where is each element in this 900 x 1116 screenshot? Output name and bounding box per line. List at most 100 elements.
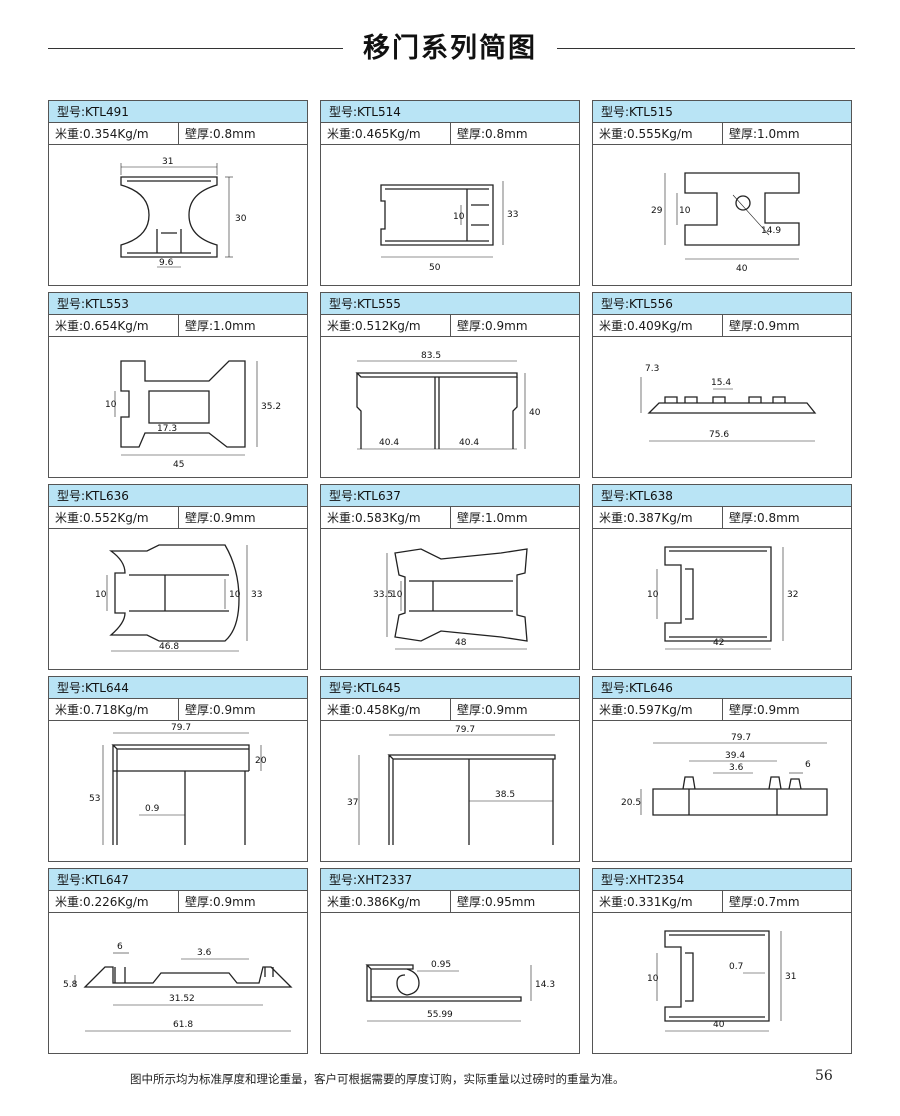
card-thickness: 壁厚:0.9mm xyxy=(729,703,800,717)
card-thickness: 壁厚:1.0mm xyxy=(457,511,528,525)
card-thickness: 壁厚:0.9mm xyxy=(185,703,256,717)
card-specs: 米重:0.718Kg/m 壁厚:0.9mm xyxy=(49,699,307,721)
dim-label: 79.7 xyxy=(455,725,475,735)
dim-label: 35.2 xyxy=(261,402,281,412)
profile-card-ktl491: 型号:KTL491 米重:0.354Kg/m 壁厚:0.8mm 31 30 9.… xyxy=(48,100,308,286)
card-specs: 米重:0.354Kg/m 壁厚:0.8mm xyxy=(49,123,307,145)
profile-card-ktl555: 型号:KTL555 米重:0.512Kg/m 壁厚:0.9mm 83.5 40 … xyxy=(320,292,580,478)
dim-label: 17.3 xyxy=(157,424,177,434)
dim-label: 75.6 xyxy=(709,430,729,440)
dim-label: 53 xyxy=(89,794,100,804)
card-weight: 米重:0.512Kg/m xyxy=(321,315,451,336)
dim-label: 10 xyxy=(453,212,465,222)
card-weight: 米重:0.465Kg/m xyxy=(321,123,451,144)
dim-label: 10 xyxy=(647,974,659,984)
card-thickness: 壁厚:1.0mm xyxy=(729,127,800,141)
dim-label: 14.3 xyxy=(535,980,555,990)
dim-label: 10 xyxy=(679,206,691,216)
dim-label: 42 xyxy=(713,638,724,648)
dim-label: 45 xyxy=(173,460,184,470)
card-weight: 米重:0.552Kg/m xyxy=(49,507,179,528)
title-rule-left xyxy=(48,48,343,49)
card-thickness: 壁厚:0.8mm xyxy=(729,511,800,525)
card-weight: 米重:0.331Kg/m xyxy=(593,891,723,912)
dim-label: 46.8 xyxy=(159,642,179,652)
profile-drawing: 0.7 10 31 40 xyxy=(647,930,796,1032)
card-specs: 米重:0.226Kg/m 壁厚:0.9mm xyxy=(49,891,307,913)
card-model: 型号:KTL647 xyxy=(49,869,307,891)
card-model: 型号:KTL556 xyxy=(593,293,851,315)
profile-drawing: 79.7 20 53 0.9 xyxy=(89,723,267,845)
footer-note: 图中所示均为标准厚度和理论重量，客户可根据需要的厚度订购，实际重量以过磅时的重量… xyxy=(130,1072,625,1086)
profile-card-ktl556: 型号:KTL556 米重:0.409Kg/m 壁厚:0.9mm 7.3 15.4… xyxy=(592,292,852,478)
page-title: 移门系列简图 xyxy=(363,33,537,64)
card-specs: 米重:0.387Kg/m 壁厚:0.8mm xyxy=(593,507,851,529)
card-thickness: 壁厚:0.9mm xyxy=(185,895,256,909)
dim-label: 14.9 xyxy=(761,226,781,236)
profile-drawing: 29 10 14.9 40 xyxy=(651,172,800,274)
card-model: 型号:XHT2354 xyxy=(593,869,851,891)
card-model: 型号:KTL491 xyxy=(49,101,307,123)
card-model: 型号:KTL553 xyxy=(49,293,307,315)
dim-label: 6 xyxy=(117,942,123,952)
dim-label: 3.6 xyxy=(197,948,212,958)
card-model: 型号:KTL644 xyxy=(49,677,307,699)
dim-label: 10 xyxy=(105,400,117,410)
card-model: 型号:KTL638 xyxy=(593,485,851,507)
card-specs: 米重:0.597Kg/m 壁厚:0.9mm xyxy=(593,699,851,721)
card-weight: 米重:0.555Kg/m xyxy=(593,123,723,144)
profile-card-ktl636: 型号:KTL636 米重:0.552Kg/m 壁厚:0.9mm 10 10 33… xyxy=(48,484,308,670)
dim-label: 0.7 xyxy=(729,962,743,972)
dim-label: 79.7 xyxy=(731,733,751,743)
dim-label: 0.95 xyxy=(431,960,451,970)
card-specs: 米重:0.512Kg/m 壁厚:0.9mm xyxy=(321,315,579,337)
dim-label: 37 xyxy=(347,798,358,808)
dim-label: 48 xyxy=(455,638,467,648)
profile-drawing: 7.3 15.4 75.6 xyxy=(640,364,817,442)
dim-label: 40.4 xyxy=(379,438,399,448)
card-model: 型号:KTL645 xyxy=(321,677,579,699)
dim-label: 33.5 xyxy=(373,590,393,600)
profile-card-ktl515: 型号:KTL515 米重:0.555Kg/m 壁厚:1.0mm 29 10 14… xyxy=(592,100,852,286)
profile-card-ktl644: 型号:KTL644 米重:0.718Kg/m 壁厚:0.9mm 79.7 20 … xyxy=(48,676,308,862)
dim-label: 50 xyxy=(429,263,441,273)
card-thickness: 壁厚:0.95mm xyxy=(457,895,536,909)
profile-drawing: 10 35.2 17.3 45 xyxy=(105,360,281,470)
card-model: 型号:KTL515 xyxy=(593,101,851,123)
profile-drawing: 33.5 10 48 xyxy=(373,548,528,650)
card-specs: 米重:0.458Kg/m 壁厚:0.9mm xyxy=(321,699,579,721)
profile-card-ktl638: 型号:KTL638 米重:0.387Kg/m 壁厚:0.8mm 10 32 42 xyxy=(592,484,852,670)
profile-card-ktl645: 型号:KTL645 米重:0.458Kg/m 壁厚:0.9mm 79.7 37 … xyxy=(320,676,580,862)
dim-label: 38.5 xyxy=(495,790,515,800)
dim-label: 10 xyxy=(95,590,107,600)
dim-label: 10 xyxy=(229,590,241,600)
card-thickness: 壁厚:0.7mm xyxy=(729,895,800,909)
card-weight: 米重:0.387Kg/m xyxy=(593,507,723,528)
dim-label: 40.4 xyxy=(459,438,479,448)
profile-drawing: 79.7 39.4 3.6 6 20.5 xyxy=(621,733,828,816)
page-header: 移门系列简图 xyxy=(0,26,900,76)
dim-label: 40 xyxy=(736,264,748,274)
card-specs: 米重:0.386Kg/m 壁厚:0.95mm xyxy=(321,891,579,913)
card-weight: 米重:0.718Kg/m xyxy=(49,699,179,720)
card-weight: 米重:0.409Kg/m xyxy=(593,315,723,336)
dim-label: 10 xyxy=(391,590,403,600)
card-weight: 米重:0.583Kg/m xyxy=(321,507,451,528)
profile-card-ktl553: 型号:KTL553 米重:0.654Kg/m 壁厚:1.0mm 10 35.2 … xyxy=(48,292,308,478)
profile-card-xht2354: 型号:XHT2354 米重:0.331Kg/m 壁厚:0.7mm 0.7 10 … xyxy=(592,868,852,1054)
profile-drawing: 0.95 14.3 55.99 xyxy=(365,960,555,1022)
card-specs: 米重:0.654Kg/m 壁厚:1.0mm xyxy=(49,315,307,337)
card-model: 型号:KTL637 xyxy=(321,485,579,507)
card-model: 型号:KTL646 xyxy=(593,677,851,699)
dim-label: 29 xyxy=(651,206,663,216)
card-weight: 米重:0.386Kg/m xyxy=(321,891,451,912)
profile-drawing: 83.5 40 40.4 40.4 xyxy=(355,351,541,450)
dim-label: 6 xyxy=(805,760,811,770)
dim-label: 31.52 xyxy=(169,994,195,1004)
dim-label: 40 xyxy=(713,1020,725,1030)
dim-label: 39.4 xyxy=(725,751,745,761)
card-specs: 米重:0.555Kg/m 壁厚:1.0mm xyxy=(593,123,851,145)
card-specs: 米重:0.552Kg/m 壁厚:0.9mm xyxy=(49,507,307,529)
card-model: 型号:KTL636 xyxy=(49,485,307,507)
card-specs: 米重:0.331Kg/m 壁厚:0.7mm xyxy=(593,891,851,913)
